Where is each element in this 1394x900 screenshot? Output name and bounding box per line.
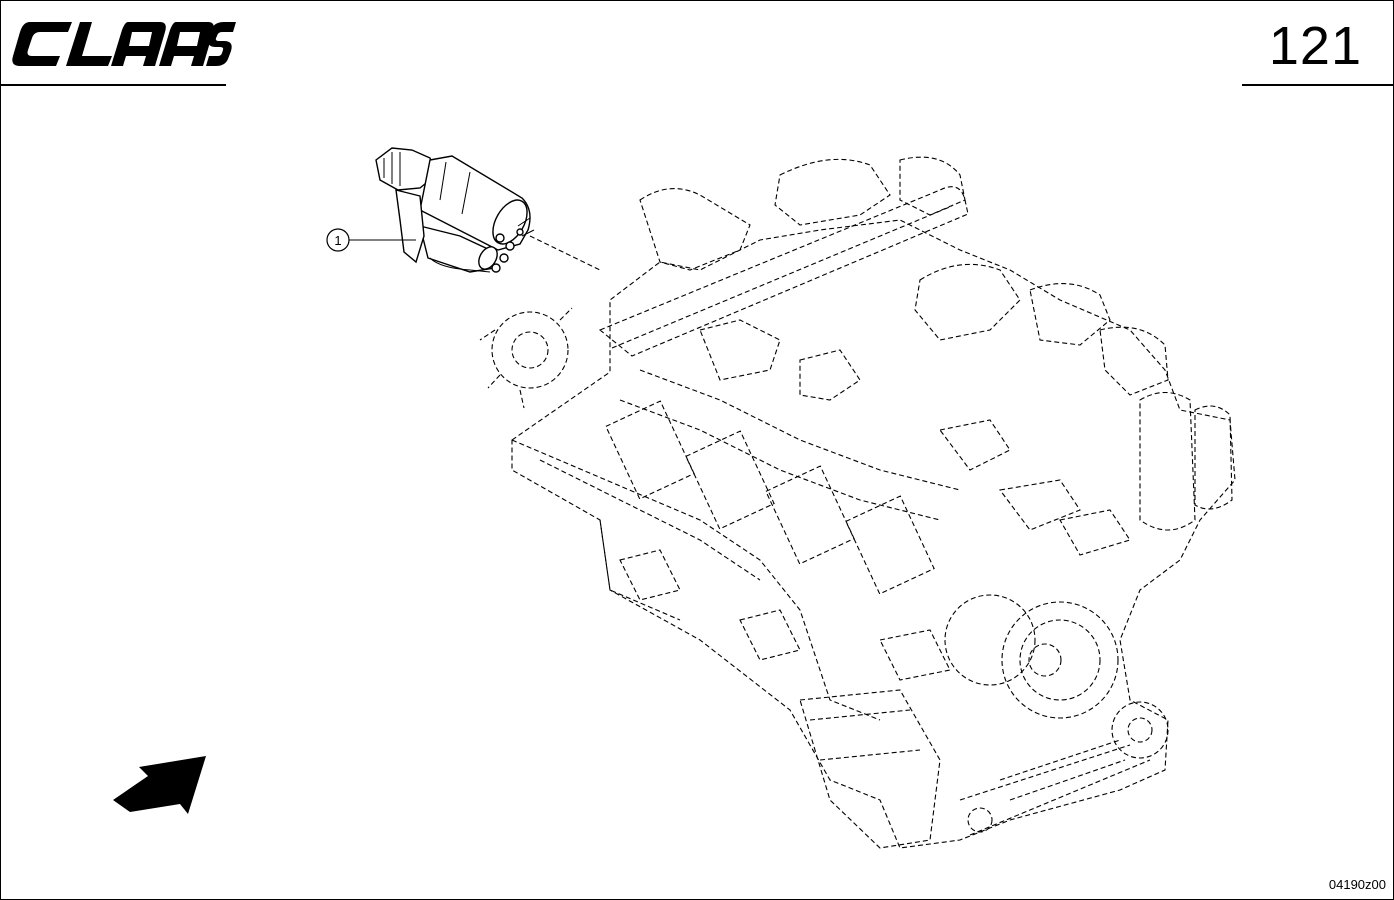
page-number-underline	[1242, 84, 1394, 86]
page-number: 121	[1268, 16, 1362, 76]
starter-motor	[375, 147, 535, 273]
direction-arrow-icon	[113, 756, 206, 814]
logo-underline	[0, 84, 226, 86]
callout-1-label: 1	[334, 233, 341, 248]
assembly-line	[529, 235, 601, 271]
callout-1: 1	[326, 228, 416, 252]
engine-block-outline	[479, 156, 1236, 849]
figure-code: 04190z00	[1328, 877, 1386, 892]
claas-logo	[12, 22, 236, 66]
